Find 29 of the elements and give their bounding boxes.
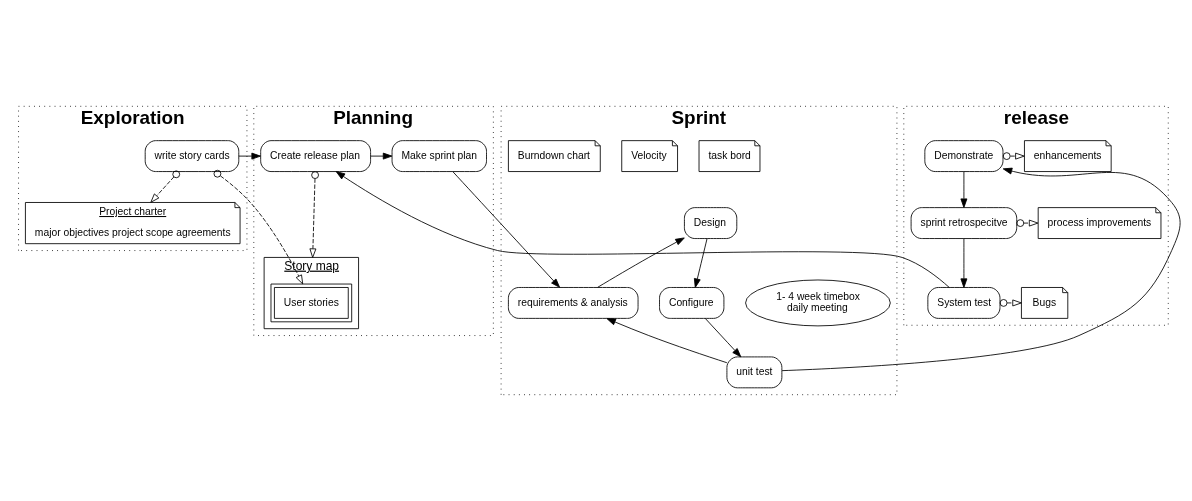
node-box: Create release plan: [260, 140, 371, 172]
node-box: sprint retrospecitve: [910, 207, 1018, 239]
arrow: [335, 171, 950, 288]
node-box: requirements & analysis: [507, 287, 639, 319]
arrow: [999, 299, 1022, 307]
node-box: User stories: [270, 283, 353, 323]
node-box: System test: [927, 287, 1001, 319]
node-box: Design: [684, 207, 738, 239]
arrow: [238, 152, 261, 160]
node-ellipse: 1- 4 week timebox daily meeting: [745, 279, 891, 327]
arrow: [597, 237, 685, 288]
arrow: [1002, 152, 1025, 160]
arrow: [781, 167, 1181, 372]
arrow: [960, 171, 968, 208]
arrow: [704, 318, 742, 358]
arrow: [452, 171, 561, 288]
arrow: [693, 238, 708, 288]
node-box: Make sprint plan: [391, 140, 487, 172]
arrow: [370, 152, 393, 160]
node-box: write story cards: [144, 140, 240, 172]
arrow: [1016, 219, 1039, 227]
arrow: [960, 238, 968, 288]
node-box: Configure: [659, 287, 725, 319]
arrow: [309, 171, 319, 258]
arrow: [150, 170, 181, 203]
node-box: unit test: [726, 356, 783, 389]
arrow: [213, 169, 304, 285]
node-box: Demonstrate: [924, 140, 1004, 172]
arrow: [606, 318, 728, 364]
